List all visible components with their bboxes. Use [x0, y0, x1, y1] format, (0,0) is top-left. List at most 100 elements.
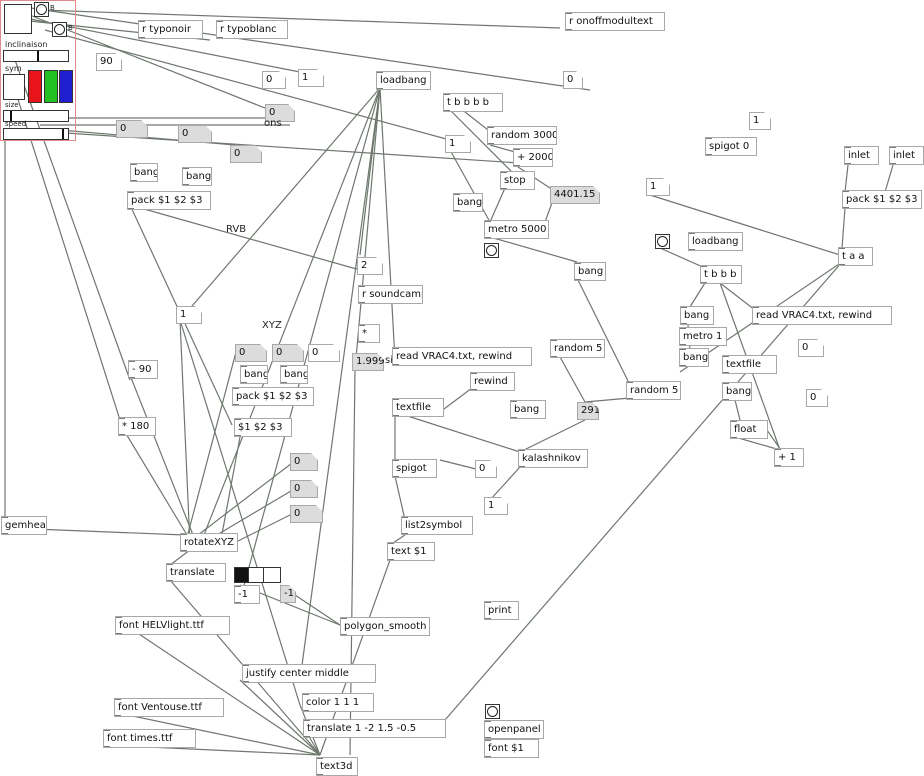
obj-read-vrac-right[interactable]: read VRAC4.txt, rewind [752, 306, 892, 325]
number-xyz-z[interactable]: 0 [308, 344, 340, 362]
obj-bang-xyz1[interactable]: bang [240, 365, 268, 384]
number-1-b[interactable]: 1 [445, 135, 471, 153]
obj-loadbang-right[interactable]: loadbang [688, 232, 743, 251]
number-0-d[interactable]: 0 [116, 120, 148, 138]
number-90[interactable]: 90 [96, 53, 122, 71]
number-1-e[interactable]: 1 [176, 306, 202, 324]
obj-random-5b[interactable]: random 5 [626, 381, 681, 400]
slider-inclinaison[interactable] [3, 50, 69, 62]
obj-list2symbol[interactable]: list2symbol [401, 516, 473, 535]
msg-minus1b[interactable]: -1 [280, 585, 296, 603]
obj-metro-5000[interactable]: metro 5000 [484, 220, 549, 239]
obj-inlet-2[interactable]: inlet [889, 146, 924, 165]
obj-bang-r1[interactable]: bang [680, 306, 714, 325]
obj-bang-metro[interactable]: bang [453, 193, 483, 212]
obj-bang-left1[interactable]: bang [130, 163, 158, 182]
obj-bang-xyz2[interactable]: bang [280, 365, 308, 384]
obj-t-aa[interactable]: t a a [838, 247, 873, 266]
number-0-h[interactable]: 0 [806, 389, 828, 407]
bang-metro-output[interactable] [484, 243, 499, 258]
toggle-onoff[interactable] [4, 4, 32, 34]
obj-minus-90[interactable]: - 90 [128, 360, 158, 379]
obj-rewind[interactable]: rewind [470, 372, 515, 391]
number-0-e[interactable]: 0 [178, 125, 212, 143]
obj-spigot-0[interactable]: spigot 0 [705, 137, 757, 156]
obj-rotatexyz[interactable]: rotateXYZ [180, 533, 238, 552]
obj-openpanel[interactable]: openpanel [484, 720, 544, 739]
obj-bang-mid[interactable]: bang [510, 400, 546, 419]
number-0-rot2[interactable]: 0 [290, 480, 318, 498]
obj-float[interactable]: float [730, 420, 768, 439]
obj-color-111[interactable]: color 1 1 1 [302, 693, 374, 712]
obj-inlet-1[interactable]: inlet [844, 146, 879, 165]
obj-loadbang-main[interactable]: loadbang [376, 71, 431, 90]
obj-text3d[interactable]: text3d [316, 757, 358, 776]
obj-stop[interactable]: stop [500, 171, 535, 190]
obj-font-times[interactable]: font times.ttf [103, 729, 196, 748]
obj-spigot[interactable]: spigot [392, 459, 437, 478]
bang-openpanel[interactable] [485, 704, 500, 719]
obj-plus-2000[interactable]: + 2000 [513, 148, 553, 167]
obj-read-vrac-mid[interactable]: read VRAC4.txt, rewind [392, 347, 532, 366]
obj-mult-180[interactable]: * 180 [118, 417, 156, 436]
obj-metro-1[interactable]: metro 1 [679, 327, 727, 346]
slider-red[interactable] [28, 70, 42, 103]
obj-r-typonoir[interactable]: r typonoir [138, 20, 203, 39]
obj-textfile-mid[interactable]: textfile [392, 398, 444, 417]
obj-font-helv[interactable]: font HELVlight.ttf [115, 616, 230, 635]
obj-text-1[interactable]: text $1 [387, 542, 435, 561]
number-0-b[interactable]: 0 [563, 71, 583, 89]
obj-mult[interactable]: * [358, 324, 380, 343]
obj-r-onoffmodultext[interactable]: r onoffmodultext [565, 12, 665, 31]
obj-msg-minus1a[interactable]: -1 [234, 585, 260, 604]
obj-random-5a[interactable]: random 5 [550, 339, 605, 358]
number-0-a[interactable]: 0 [262, 71, 286, 89]
bang-loadbang-right[interactable] [655, 234, 670, 249]
obj-font-1[interactable]: font $1 [484, 739, 539, 758]
obj-t-bbbb[interactable]: t b b b b [443, 93, 503, 112]
obj-bang-left2[interactable]: bang [182, 167, 212, 186]
obj-translate-2[interactable]: translate 1 -2 1.5 -0.5 [303, 719, 446, 738]
number-1-d[interactable]: 1 [646, 178, 670, 196]
toggle-sym[interactable] [3, 74, 25, 100]
number-xyz-x[interactable]: 0 [235, 344, 267, 362]
obj-r-typoblanc[interactable]: r typoblanc [216, 20, 288, 39]
obj-pack-xyz[interactable]: pack $1 $2 $3 [232, 387, 314, 406]
number-0-rot3[interactable]: 0 [290, 505, 323, 523]
number-1-c[interactable]: 1 [749, 112, 771, 130]
number-1-f[interactable]: 1 [484, 497, 508, 515]
number-4401[interactable]: 4401.15 [550, 186, 600, 204]
obj-font-ventouse[interactable]: font Ventouse.ttf [114, 698, 224, 717]
obj-bang-right-loop[interactable]: bang [574, 262, 606, 281]
number-0-rot1[interactable]: 0 [290, 453, 318, 471]
radio-font-select[interactable] [234, 567, 281, 583]
number-291[interactable]: 291 [577, 402, 599, 420]
obj-gemhead[interactable]: gemhead [1, 516, 47, 535]
obj-bang-r2[interactable]: bang [679, 348, 709, 367]
slider-blue[interactable] [59, 70, 73, 103]
obj-t-bbb[interactable]: t b b b [700, 265, 742, 284]
obj-random-3000[interactable]: random 3000 [487, 126, 557, 145]
number-1999[interactable]: 1.999 [352, 353, 384, 371]
obj-bang-r3[interactable]: bang [722, 382, 752, 401]
obj-textfile-right[interactable]: textfile [722, 355, 777, 374]
obj-polygon-smooth[interactable]: polygon_smooth [340, 617, 430, 636]
obj-translate[interactable]: translate [166, 563, 226, 582]
number-0-c[interactable]: 0 [265, 104, 295, 122]
obj-print[interactable]: print [484, 601, 519, 620]
number-xyz-y[interactable]: 0 [272, 344, 304, 362]
number-0-g[interactable]: 0 [798, 339, 824, 357]
bang-button-b[interactable] [52, 22, 67, 37]
number-2[interactable]: 2 [357, 257, 383, 275]
slider-speed[interactable] [3, 128, 69, 140]
obj-justify[interactable]: justify center middle [242, 664, 376, 683]
bang-button-top[interactable] [34, 2, 49, 17]
slider-green[interactable] [44, 70, 58, 103]
number-0-f[interactable]: 0 [230, 145, 262, 163]
obj-kalashnikov[interactable]: kalashnikov [518, 449, 588, 468]
number-0-spigot[interactable]: 0 [475, 460, 497, 478]
obj-plus-1[interactable]: + 1 [774, 448, 804, 467]
slider-size[interactable] [3, 110, 69, 122]
obj-msg-123[interactable]: $1 $2 $3 [234, 418, 292, 437]
obj-pack-rvb[interactable]: pack $1 $2 $3 [127, 191, 211, 210]
